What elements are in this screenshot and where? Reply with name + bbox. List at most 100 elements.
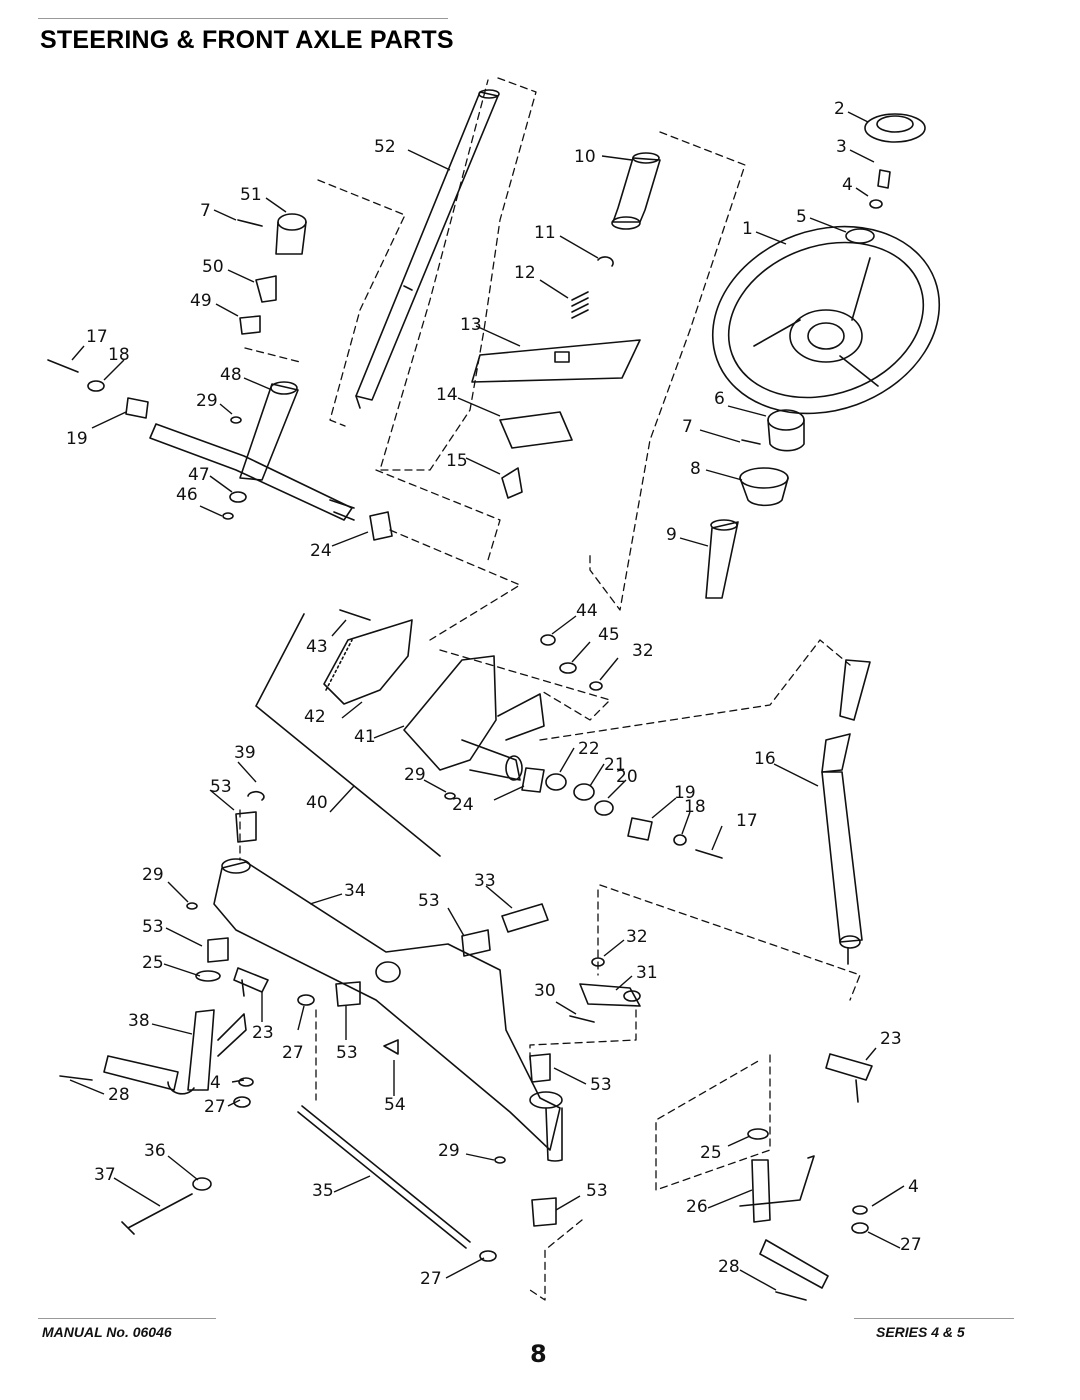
washer-22 <box>545 773 567 791</box>
bushing-15 <box>501 467 523 499</box>
fitting-29b <box>444 792 456 800</box>
bushing-50 <box>255 275 277 303</box>
callout: 18 <box>684 797 706 817</box>
callout: 25 <box>142 953 164 973</box>
callout: 28 <box>108 1085 130 1105</box>
steering-shaft-52 <box>355 89 500 409</box>
callout: 24 <box>452 795 474 815</box>
fitting-29a <box>230 416 242 424</box>
bushing-24a <box>369 511 393 541</box>
bushing-53d <box>335 981 361 1007</box>
tie-rod-end-23a <box>233 967 269 993</box>
bearing-8 <box>739 467 789 507</box>
callout: 40 <box>306 793 328 813</box>
callout: 1 <box>742 219 753 239</box>
bolt-3 <box>877 169 891 189</box>
bracket-14 <box>499 411 573 449</box>
callout: 37 <box>94 1165 116 1185</box>
callout: 27 <box>204 1097 226 1117</box>
pin-30 <box>569 1015 595 1023</box>
leader-lines <box>69 111 905 1291</box>
callout: 42 <box>304 707 326 727</box>
callout: 17 <box>736 811 758 831</box>
sleeve-9 <box>705 519 739 599</box>
washer-18b <box>673 834 687 846</box>
callout: 10 <box>574 147 596 167</box>
callout: 52 <box>374 137 396 157</box>
nut-47 <box>229 491 247 503</box>
nut-27d <box>851 1222 869 1234</box>
bracket-outline-40 <box>255 613 441 857</box>
callout: 36 <box>144 1141 166 1161</box>
callout: 45 <box>598 625 620 645</box>
callout: 31 <box>636 963 658 983</box>
series-label: SERIES 4 & 5 <box>876 1324 965 1340</box>
callout: 13 <box>460 315 482 335</box>
bushing-53f <box>531 1197 557 1227</box>
callout: 25 <box>700 1143 722 1163</box>
bushing-53b <box>461 929 491 957</box>
callout: 9 <box>666 525 677 545</box>
callout: 19 <box>66 429 88 449</box>
steering-column-10 <box>611 152 661 230</box>
front-axle-34 <box>213 858 563 1162</box>
callout: 54 <box>384 1095 406 1115</box>
callout: 29 <box>196 391 218 411</box>
callout: 30 <box>534 981 556 1001</box>
callout: 7 <box>200 201 211 221</box>
callout: 41 <box>354 727 376 747</box>
callout: 32 <box>632 641 654 661</box>
cap-5 <box>845 228 875 244</box>
bushing-24b <box>521 767 545 793</box>
spring-12 <box>571 291 589 319</box>
callout: 34 <box>344 881 366 901</box>
bushing-49 <box>239 315 261 335</box>
washer-4c <box>852 1205 868 1215</box>
washer-4b <box>238 1077 254 1087</box>
callout: 19 <box>674 783 696 803</box>
callout: 46 <box>176 485 198 505</box>
callout: 43 <box>306 637 328 657</box>
callout: 29 <box>438 1141 460 1161</box>
cotter-28a <box>59 1075 93 1081</box>
callout-labels: 52 10 2 3 4 5 1 51 7 11 12 50 49 13 17 1… <box>66 99 922 1289</box>
callout: 12 <box>514 263 536 283</box>
spindle-38 <box>103 1009 247 1095</box>
callout: 4 <box>842 175 853 195</box>
nut-44 <box>540 634 556 646</box>
nut-36 <box>192 1177 212 1191</box>
footer-rule-right <box>854 1318 1014 1319</box>
bolt-23a <box>241 979 245 997</box>
pin-7a <box>237 219 263 227</box>
callout: 27 <box>282 1043 304 1063</box>
callout: 8 <box>690 459 701 479</box>
callout: 14 <box>436 385 458 405</box>
washer-32b <box>591 957 605 967</box>
callout: 38 <box>128 1011 150 1031</box>
callout: 20 <box>616 767 638 787</box>
callout: 27 <box>420 1269 442 1289</box>
callout: 33 <box>474 871 496 891</box>
page-title: STEERING & FRONT AXLE PARTS <box>40 26 454 54</box>
nut-27c <box>479 1250 497 1262</box>
callout: 39 <box>234 743 256 763</box>
callout: 15 <box>446 451 468 471</box>
nut-21 <box>573 783 595 801</box>
callout: 53 <box>418 891 440 911</box>
steering-arm-31 <box>579 983 641 1007</box>
callout: 49 <box>190 291 212 311</box>
callout: 53 <box>590 1075 612 1095</box>
callout: 2 <box>834 99 845 119</box>
callout: 28 <box>718 1257 740 1277</box>
clip-39 <box>247 790 265 801</box>
callout: 23 <box>880 1029 902 1049</box>
washer-32a <box>589 681 603 691</box>
callout: 17 <box>86 327 108 347</box>
callout: 44 <box>576 601 598 621</box>
steering-plate-41 <box>403 655 545 781</box>
callout: 5 <box>796 207 807 227</box>
tie-rod-35 <box>297 1105 471 1249</box>
nut-27b <box>233 1096 251 1108</box>
callout: 53 <box>586 1181 608 1201</box>
